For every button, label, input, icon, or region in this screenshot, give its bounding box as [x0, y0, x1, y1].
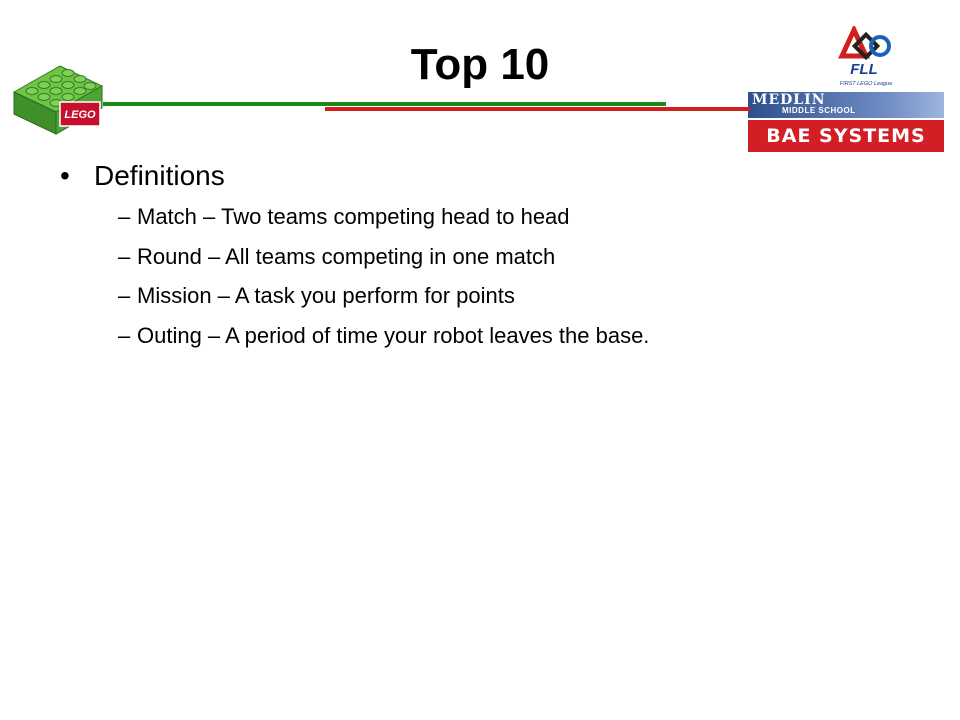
list-item: – Round – All teams competing in one mat…	[60, 237, 920, 277]
slide-title: Top 10	[410, 40, 550, 89]
bullet-marker: •	[60, 160, 70, 191]
title-underline-red	[325, 107, 750, 111]
bullet-definitions: • Definitions	[60, 155, 920, 197]
medlin-name: MEDLIN	[752, 92, 826, 108]
dash-marker: –	[118, 243, 131, 269]
fll-logo-text: FLL	[850, 61, 878, 78]
fll-caption: FIRST LEGO League	[840, 81, 893, 87]
bullet-text: Definitions	[94, 160, 225, 191]
fll-logo: FLL FIRST LEGO League	[838, 26, 893, 87]
dash-marker: –	[118, 322, 131, 348]
definition-text: Mission – A task you perform for points	[137, 283, 515, 308]
list-item: – Match – Two teams competing head to he…	[60, 197, 920, 237]
lego-brick-logo: LEGO	[12, 65, 104, 135]
title-underline-green	[103, 102, 666, 106]
slide-body: • Definitions – Match – Two teams compet…	[60, 155, 920, 355]
dash-marker: –	[118, 283, 131, 308]
list-item: – Mission – A task you perform for point…	[60, 276, 920, 316]
list-item: – Outing – A period of time your robot l…	[60, 316, 920, 356]
sponsor-banner: MEDLIN MIDDLE SCHOOL BAE SYSTEMS	[748, 92, 944, 152]
definition-text: Match – Two teams competing head to head	[137, 204, 570, 229]
lego-logo-text: LEGO	[64, 109, 96, 121]
bae-systems-logo: BAE SYSTEMS	[748, 120, 944, 152]
medlin-school-logo: MEDLIN MIDDLE SCHOOL	[748, 92, 944, 118]
definition-text: Round – All teams competing in one match	[137, 243, 556, 269]
definition-text: Outing – A period of time your robot lea…	[137, 322, 650, 348]
definition-list: – Match – Two teams competing head to he…	[60, 197, 920, 355]
medlin-subtitle: MIDDLE SCHOOL	[782, 106, 856, 115]
dash-marker: –	[118, 204, 131, 229]
